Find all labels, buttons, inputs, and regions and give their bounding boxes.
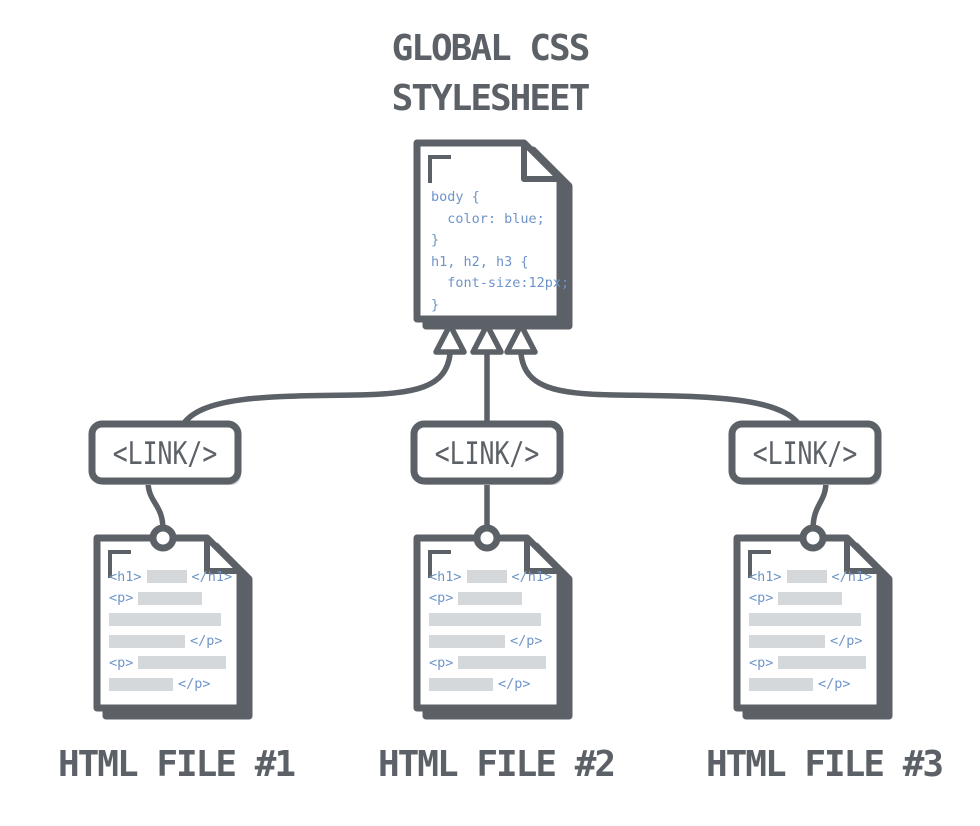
link-tag-box-1 [88,420,242,485]
pin-circle-icon [799,524,827,552]
placeholder-bar [458,656,547,670]
link-tag-box-3 [728,420,882,485]
folded-corner-icon [521,140,563,182]
page-title-line1: GLOBAL CSS [391,28,591,69]
arrowhead-icon [433,322,467,355]
placeholder-bar [749,677,813,691]
link-tag-label-3: <LINK/> [752,435,858,472]
p-close-tag: </p> [190,633,223,650]
placeholder-bar [109,634,185,648]
css-code-line: body { [431,189,480,205]
css-code-line: color: blue; [431,210,545,227]
h1-close-tag: </h1> [511,568,553,585]
document-icon [413,139,564,323]
p-close-tag: </p> [510,633,543,650]
arrowhead-icon [504,322,538,355]
html-file-3-label: HTML FILE #3 [705,744,944,785]
connector-curve-left-bottom [145,475,166,533]
p-open-tag: <p> [429,654,454,671]
css-code-line: font-size:12px; [431,275,570,291]
placeholder-bar [138,591,203,605]
connector-curve-right-bottom [810,475,829,533]
html-doc-snippet-2: <h1> </h1> <p> </p> <p> </p> [429,566,557,695]
html-doc-snippet-3: <h1> </h1> <p> </p> <p> </p> [749,566,877,695]
css-code-block: body { color: blue; } h1, h2, h3 { font-… [431,187,570,316]
h1-open-tag: <h1> [109,568,142,585]
p-close-tag: </p> [498,676,531,693]
html-file-1-label: HTML FILE #1 [57,744,296,785]
placeholder-bar [778,591,843,605]
h1-close-tag: </h1> [191,568,233,585]
p-open-tag: <p> [109,590,134,607]
arrowhead-icon [470,322,504,355]
p-close-tag: </p> [830,633,863,650]
placeholder-bar [429,634,505,648]
placeholder-bar [429,677,493,691]
h1-close-tag: </h1> [831,568,873,585]
placeholder-bar [749,613,861,627]
placeholder-bar [146,570,187,584]
link-tag-label-1: <LINK/> [112,435,218,472]
p-close-tag: </p> [818,676,851,693]
page-title-line2: STYLESHEET [391,78,591,119]
placeholder-bar [778,656,867,670]
h1-open-tag: <h1> [429,568,462,585]
placeholder-bar [786,570,827,584]
link-tag-label-2: <LINK/> [434,435,540,472]
h1-open-tag: <h1> [749,568,782,585]
page-title: GLOBAL CSS STYLESHEET [0,24,980,124]
css-code-line: } [431,232,440,248]
html-doc-snippet-1: <h1> </h1> <p> </p> <p> </p> [109,566,237,695]
placeholder-bar [429,613,541,627]
pin-circle-icon [473,524,501,552]
css-stylesheet-document [413,139,573,330]
p-open-tag: <p> [429,590,454,607]
css-code-line: h1, h2, h3 { [431,253,529,270]
css-code-line: } [431,296,440,313]
connector-curve-left-top [179,351,453,429]
placeholder-bar [138,656,227,670]
p-close-tag: </p> [178,676,211,693]
pin-circle-icon [149,524,177,552]
p-open-tag: <p> [749,590,774,607]
placeholder-bar [466,570,507,584]
placeholder-bar [109,613,221,627]
link-tag-box-2 [410,420,564,485]
p-open-tag: <p> [109,654,134,671]
p-open-tag: <p> [749,654,774,671]
placeholder-bar [109,677,173,691]
placeholder-bar [458,591,523,605]
placeholder-bar [749,634,825,648]
html-file-2-label: HTML FILE #2 [377,744,616,785]
connector-curve-right-top [518,351,803,429]
corner-mark-icon [428,155,451,183]
